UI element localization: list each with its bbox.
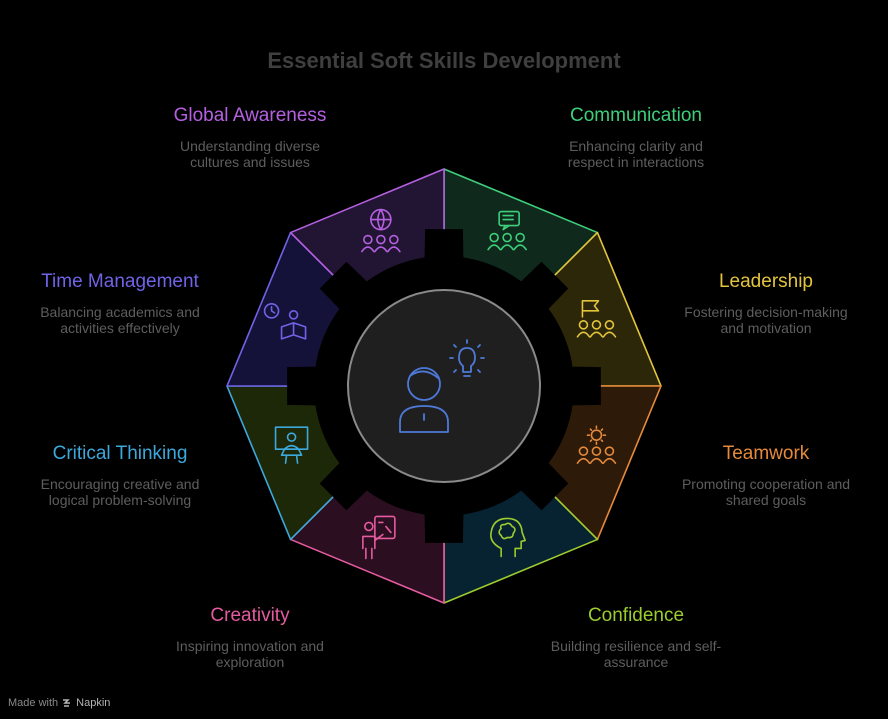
footer-brand[interactable]: Napkin — [76, 697, 111, 709]
label-name: Time Management — [41, 271, 199, 292]
label-desc-1: Balancing academics and — [40, 304, 200, 320]
label-desc-2: respect in interactions — [567, 154, 705, 170]
label-desc-2: shared goals — [725, 492, 807, 508]
label-desc-1: Fostering decision-making — [684, 304, 848, 320]
label-name: Communication — [570, 105, 702, 126]
label-name: Teamwork — [722, 443, 810, 464]
label-desc-2: and motivation — [720, 320, 812, 336]
label-name: Critical Thinking — [52, 443, 188, 464]
label-name: Leadership — [718, 271, 814, 292]
wheel-notch — [287, 366, 316, 406]
label-confidence: Confidence Building resilience and self-… — [526, 604, 746, 670]
gear-team-icon — [576, 425, 617, 464]
presenter-icon — [274, 426, 309, 464]
footer-made-with: Made with — [8, 697, 59, 709]
student-idea-icon — [399, 339, 485, 433]
label-name: Confidence — [587, 605, 685, 626]
label-desc-2: assurance — [603, 654, 669, 670]
wheel-notch — [319, 261, 367, 309]
globe-people-icon — [361, 208, 401, 253]
label-name: Creativity — [210, 605, 290, 626]
label-desc-1: Inspiring innovation and — [176, 638, 324, 654]
wheel-notch — [521, 463, 569, 511]
label-desc-1: Promoting cooperation and — [681, 476, 851, 492]
clock-reader-icon — [263, 303, 307, 340]
wheel-notch — [572, 366, 601, 406]
footer: Made with Napkin — [8, 697, 110, 709]
wheel-notch — [319, 463, 367, 511]
wheel-notch — [424, 229, 464, 258]
chat-group-icon — [487, 210, 527, 251]
label-desc-1: Understanding diverse — [179, 138, 321, 154]
label-name: Global Awareness — [173, 105, 327, 126]
center-circle — [347, 289, 541, 483]
label-desc-2: activities effectively — [60, 320, 180, 336]
flag-team-icon — [576, 300, 617, 338]
label-desc-2: exploration — [215, 654, 285, 670]
wheel-notch — [424, 514, 464, 543]
head-brain-icon — [490, 517, 526, 558]
label-critical-thinking: Critical Thinking Encouraging creative a… — [10, 442, 230, 508]
label-desc-1: Building resilience and self- — [550, 638, 722, 654]
napkin-logo-icon — [63, 699, 71, 707]
wheel-notch — [521, 261, 569, 309]
diagram-title: Essential Soft Skills Development — [267, 48, 621, 73]
label-desc-1: Encouraging creative and — [40, 476, 200, 492]
painter-icon — [362, 515, 396, 560]
label-desc-1: Enhancing clarity and — [569, 138, 703, 154]
label-desc-2: cultures and issues — [190, 154, 310, 170]
label-desc-2: logical problem-solving — [48, 492, 192, 508]
